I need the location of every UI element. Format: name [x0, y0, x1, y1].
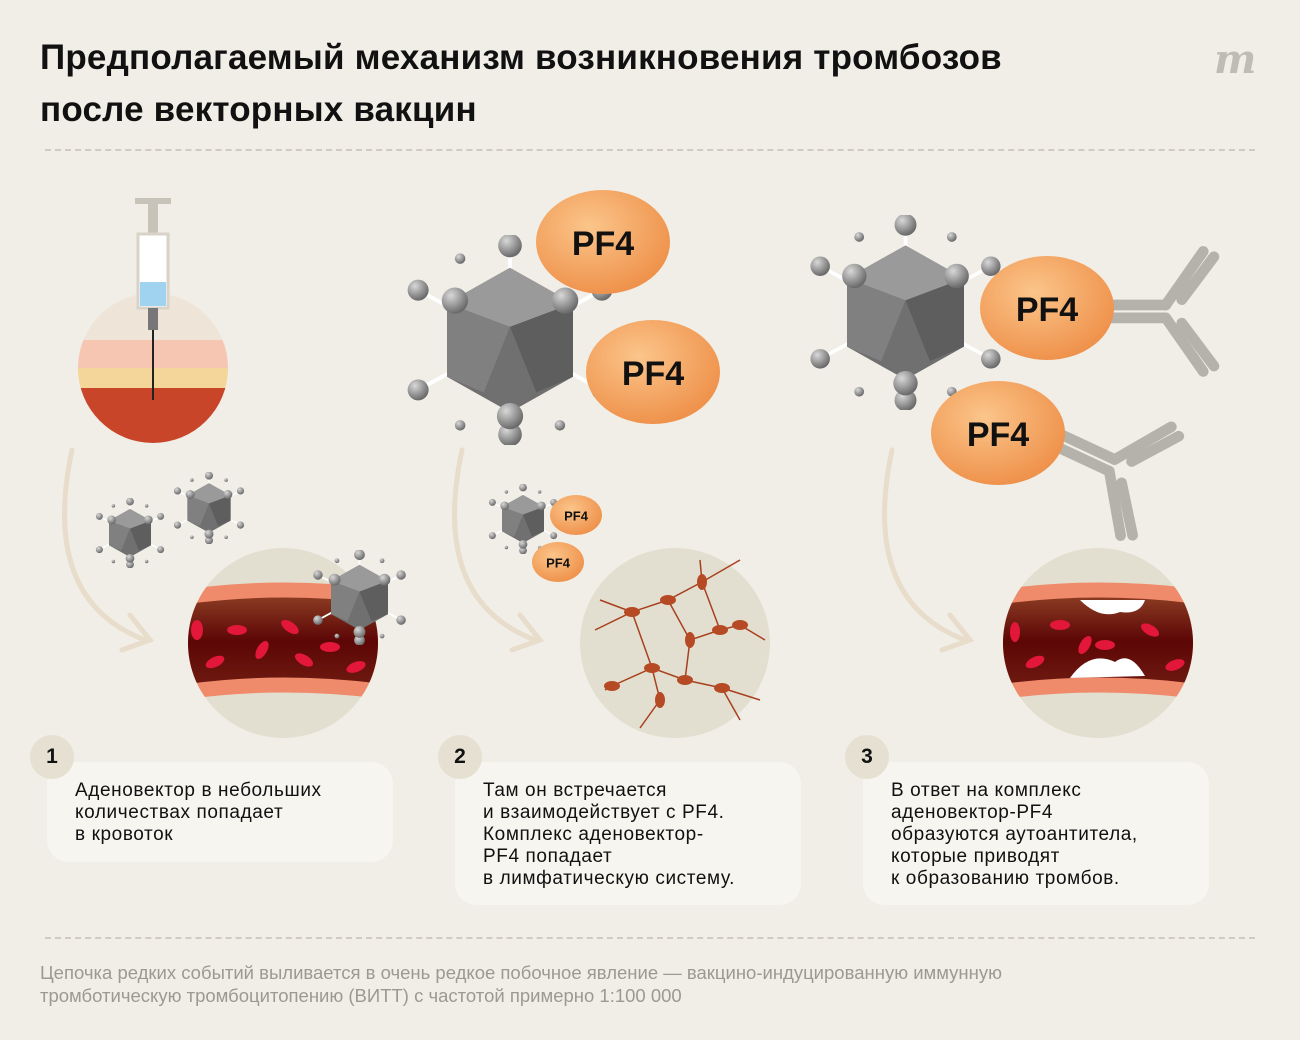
pf4-label: PF4 [572, 225, 634, 263]
step-text-line: и взаимодействует с PF4. [483, 802, 725, 823]
step-text-line: образуются аутоантитела, [891, 824, 1138, 845]
pf4-protein [536, 190, 670, 294]
pf4-label: PF4 [546, 556, 571, 571]
pf4-label: PF4 [622, 355, 684, 393]
adenovirus-large-icon [808, 215, 1003, 410]
footer-line-1: Цепочка редких событий выливается в очен… [40, 962, 1002, 983]
step-number-2: 2 [438, 735, 482, 779]
meduza-logo: m [1214, 36, 1257, 83]
blood-vessel-with-clot [1003, 582, 1193, 700]
pf4-protein [586, 320, 720, 424]
step-text-line: Аденовектор в небольших [75, 780, 322, 801]
divider-bottom [45, 937, 1255, 939]
footer-note: Цепочка редких событий выливается в очен… [40, 961, 1002, 1007]
title-line-2: после векторных вакцин [40, 90, 477, 129]
step-text-line: В ответ на комплекс [891, 780, 1082, 801]
pf4-label: PF4 [1016, 291, 1078, 329]
flow-arrows [62, 447, 975, 653]
step-text-line: аденовектор-PF4 [891, 802, 1054, 823]
step-text-line: Там он встречается [483, 780, 668, 801]
step-card-1: Аденовектор в небольших количествах попа… [47, 762, 393, 862]
divider-top [45, 149, 1255, 151]
title-line-1: Предполагаемый механизм возникновения тр… [40, 38, 1002, 77]
syringe-icon [135, 198, 171, 400]
step-number-3: 3 [845, 735, 889, 779]
pf4-label: PF4 [967, 416, 1029, 454]
pf4-protein [980, 256, 1114, 360]
step-text-line: в кровоток [75, 824, 174, 845]
small-virus-icon [173, 472, 245, 544]
step-text-line: к образованию тромбов. [891, 868, 1120, 889]
pf4-protein-small [532, 542, 584, 582]
step-text-line: количествах попадает [75, 802, 284, 823]
pf4-protein [931, 381, 1065, 485]
step-text-line: в лимфатическую систему. [483, 868, 735, 889]
step-text-line: которые приводят [891, 846, 1060, 867]
step-card-2: Там он встречается и взаимодействует с P… [455, 762, 801, 905]
step-number-1: 1 [30, 735, 74, 779]
lymph-node [580, 548, 770, 738]
small-virus-icon [95, 498, 165, 568]
step-card-3: В ответ на комплекс аденовектор-PF4 обра… [863, 762, 1209, 905]
small-virus-icon [488, 484, 558, 554]
footer-line-2: тромботическую тромбоцитопению (ВИТТ) с … [40, 985, 682, 1006]
step-text-line: Комплекс аденовектор- [483, 824, 704, 845]
pf4-protein-small [550, 495, 602, 535]
step-text-line: PF4 попадает [483, 846, 613, 867]
page-title: Предполагаемый механизм возникновения тр… [40, 32, 1002, 136]
pf4-label: PF4 [564, 509, 589, 524]
